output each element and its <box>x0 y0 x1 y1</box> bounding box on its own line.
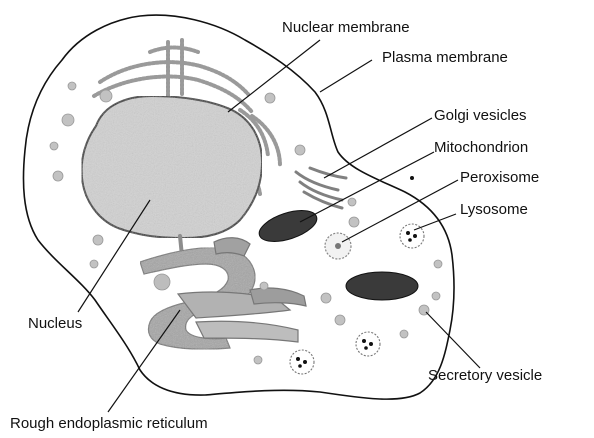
label-golgi-vesicles: Golgi vesicles <box>434 107 527 124</box>
label-secretory-vesicle: Secretory vesicle <box>428 367 542 384</box>
lysosome-lower <box>290 350 314 374</box>
label-lysosome: Lysosome <box>460 201 528 218</box>
mitochondrion-lower <box>346 272 418 300</box>
label-nuclear-membrane: Nuclear membrane <box>282 19 410 36</box>
label-plasma-membrane: Plasma membrane <box>382 49 508 66</box>
lysosome-middle <box>356 332 380 356</box>
nucleus <box>82 96 262 238</box>
label-peroxisome: Peroxisome <box>460 169 539 186</box>
peroxisome-core <box>335 243 341 249</box>
leader-golgi-vesicles <box>324 118 432 178</box>
label-rough-er: Rough endoplasmic reticulum <box>10 415 208 432</box>
label-mitochondrion: Mitochondrion <box>434 139 528 156</box>
dark-speck <box>410 176 414 180</box>
leader-plasma-membrane <box>320 60 372 92</box>
label-nucleus: Nucleus <box>28 315 82 332</box>
